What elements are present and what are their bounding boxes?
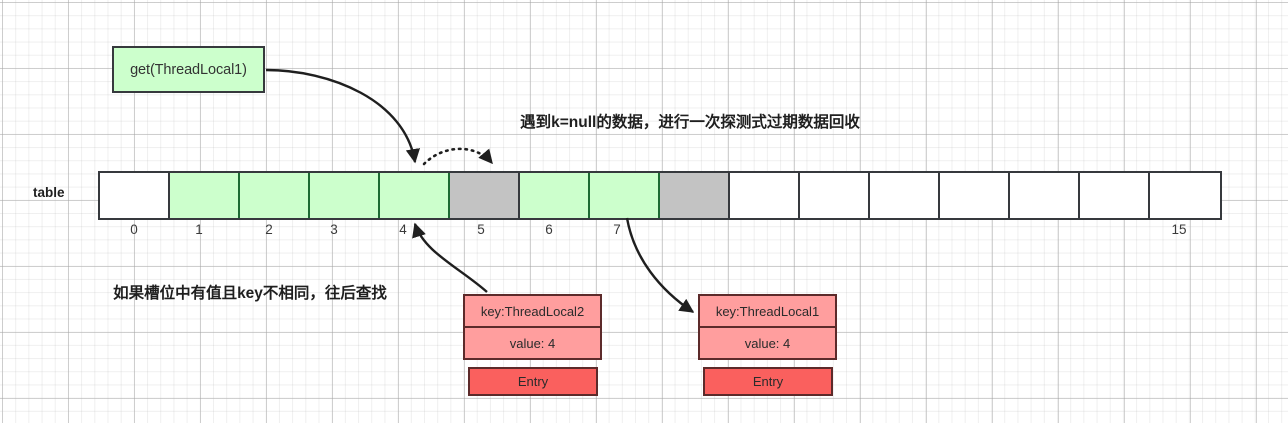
slot-index-label: 15 [1171, 222, 1187, 237]
slot-index-label: 0 [130, 222, 138, 237]
entry-value: value: 4 [463, 327, 602, 360]
slot-index-label: 4 [399, 222, 407, 237]
slot-index-label: 6 [545, 222, 553, 237]
entry-key: key:ThreadLocal1 [698, 294, 837, 327]
table-slot[interactable] [1010, 173, 1080, 218]
slot-index-label: 5 [477, 222, 485, 237]
entry-type-tag: Entry [703, 367, 833, 396]
annotation-linear-probe: 如果槽位中有值且key不相同，往后查找 [113, 285, 387, 302]
table-slot[interactable] [1150, 173, 1220, 218]
slot-index-label: 1 [195, 222, 203, 237]
table-slot[interactable] [100, 173, 170, 218]
table-slot[interactable] [520, 173, 590, 218]
table-slot[interactable] [730, 173, 800, 218]
entry-type-tag: Entry [468, 367, 598, 396]
connector-slot4-to-slot5 [422, 147, 494, 166]
table-slot[interactable] [590, 173, 660, 218]
slot-index-label: 7 [613, 222, 621, 237]
slot-table [98, 171, 1222, 220]
table-slot[interactable] [870, 173, 940, 218]
table-slot[interactable] [660, 173, 730, 218]
table-slot[interactable] [450, 173, 520, 218]
slot-index-label: 3 [330, 222, 338, 237]
entry-key: key:ThreadLocal2 [463, 294, 602, 327]
table-label: table [33, 185, 65, 200]
table-slot[interactable] [310, 173, 380, 218]
get-threadlocal-label: get(ThreadLocal1) [130, 61, 247, 78]
table-slot[interactable] [940, 173, 1010, 218]
annotation-stale-cleanup: 遇到k=null的数据，进行一次探测式过期数据回收 [520, 114, 860, 131]
entry-box-threadlocal1[interactable]: key:ThreadLocal1 value: 4 [698, 294, 837, 360]
get-threadlocal-box[interactable]: get(ThreadLocal1) [112, 46, 265, 93]
table-slot[interactable] [380, 173, 450, 218]
connector-get-to-slot4 [265, 68, 421, 164]
table-slot[interactable] [170, 173, 240, 218]
table-slot[interactable] [240, 173, 310, 218]
entry-value: value: 4 [698, 327, 837, 360]
table-slot[interactable] [1080, 173, 1150, 218]
slot-index-label: 2 [265, 222, 273, 237]
table-slot[interactable] [800, 173, 870, 218]
entry-box-threadlocal2[interactable]: key:ThreadLocal2 value: 4 [463, 294, 602, 360]
